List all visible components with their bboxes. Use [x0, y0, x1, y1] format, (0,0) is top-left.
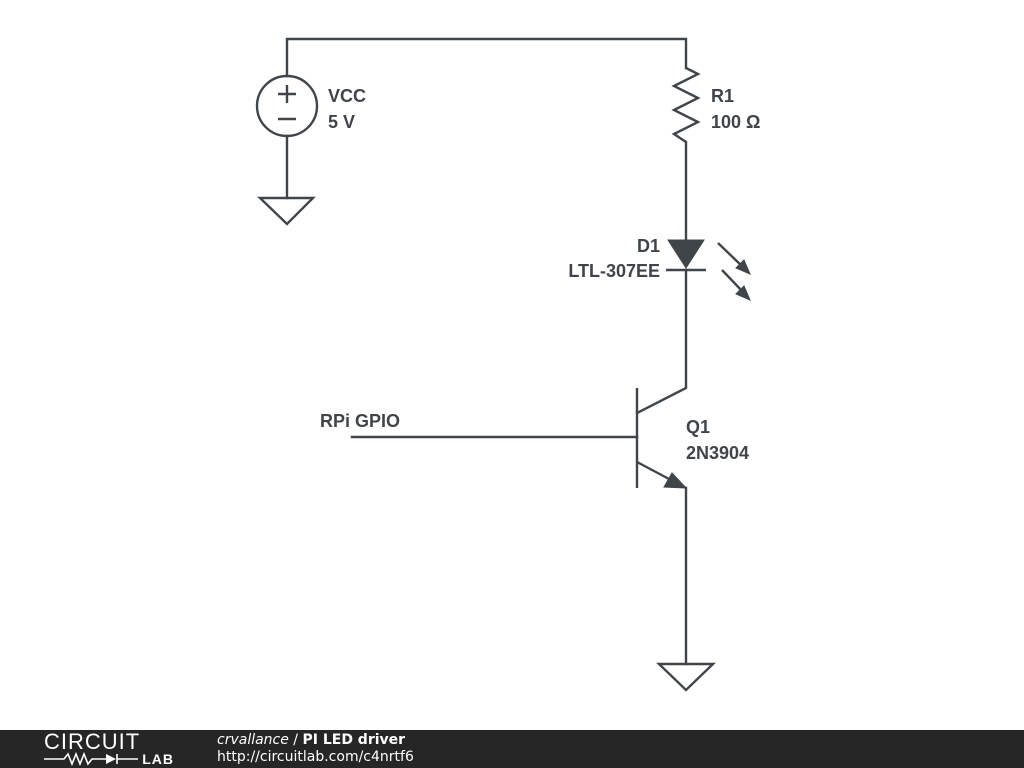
wires	[285, 37, 688, 666]
circuit-title[interactable]: PI LED driver	[302, 732, 406, 748]
vcc-name-label: VCC	[328, 86, 366, 106]
gpio-input-label: RPi GPIO	[320, 411, 400, 431]
arrow-head-icon-2	[735, 285, 751, 301]
ground-icon-emitter	[656, 662, 716, 692]
resistor-r1[interactable]	[671, 66, 701, 143]
logo-text-bottom: LAB	[142, 751, 174, 767]
wire-d1-to-collector	[635, 268, 688, 415]
footer-bar: CIRCUIT LAB crvallance / PI LED driver h…	[0, 730, 1024, 768]
logo-text-top: CIRCUIT	[44, 729, 141, 754]
ground-icon-vcc	[257, 196, 316, 226]
circuit-url-link[interactable]: http://circuitlab.com/c4nrtf6	[217, 749, 414, 765]
vcc-source[interactable]	[255, 74, 319, 138]
resistor-diode-logo-icon	[44, 751, 138, 767]
credit-separator: /	[288, 732, 303, 748]
d1-part-label: LTL-307EE	[568, 261, 660, 281]
circuit-schematic: VCC 5 V R1 100 Ω D1 LTL-307EE Q1 2N3904 …	[255, 37, 760, 692]
r1-value-label: 100 Ω	[711, 112, 760, 132]
transistor-q1[interactable]	[635, 388, 688, 490]
arrow-head-icon-1	[735, 259, 751, 275]
diode-triangle-icon	[667, 239, 705, 269]
d1-name-label: D1	[637, 236, 660, 256]
circuitlab-logo[interactable]: CIRCUIT LAB	[44, 730, 178, 768]
wire-top-rail	[285, 37, 688, 78]
vcc-source-body	[255, 74, 319, 138]
emitter-arrow-icon	[663, 472, 688, 489]
q1-part-label: 2N3904	[686, 443, 749, 463]
credit-line: crvallance / PI LED driver	[217, 732, 405, 749]
author-link[interactable]: crvallance	[217, 732, 289, 748]
light-arrow-2	[721, 269, 744, 293]
led-d1[interactable]	[666, 239, 751, 301]
vcc-value-label: 5 V	[328, 112, 355, 132]
q1-name-label: Q1	[686, 417, 710, 437]
r1-name-label: R1	[711, 86, 734, 106]
